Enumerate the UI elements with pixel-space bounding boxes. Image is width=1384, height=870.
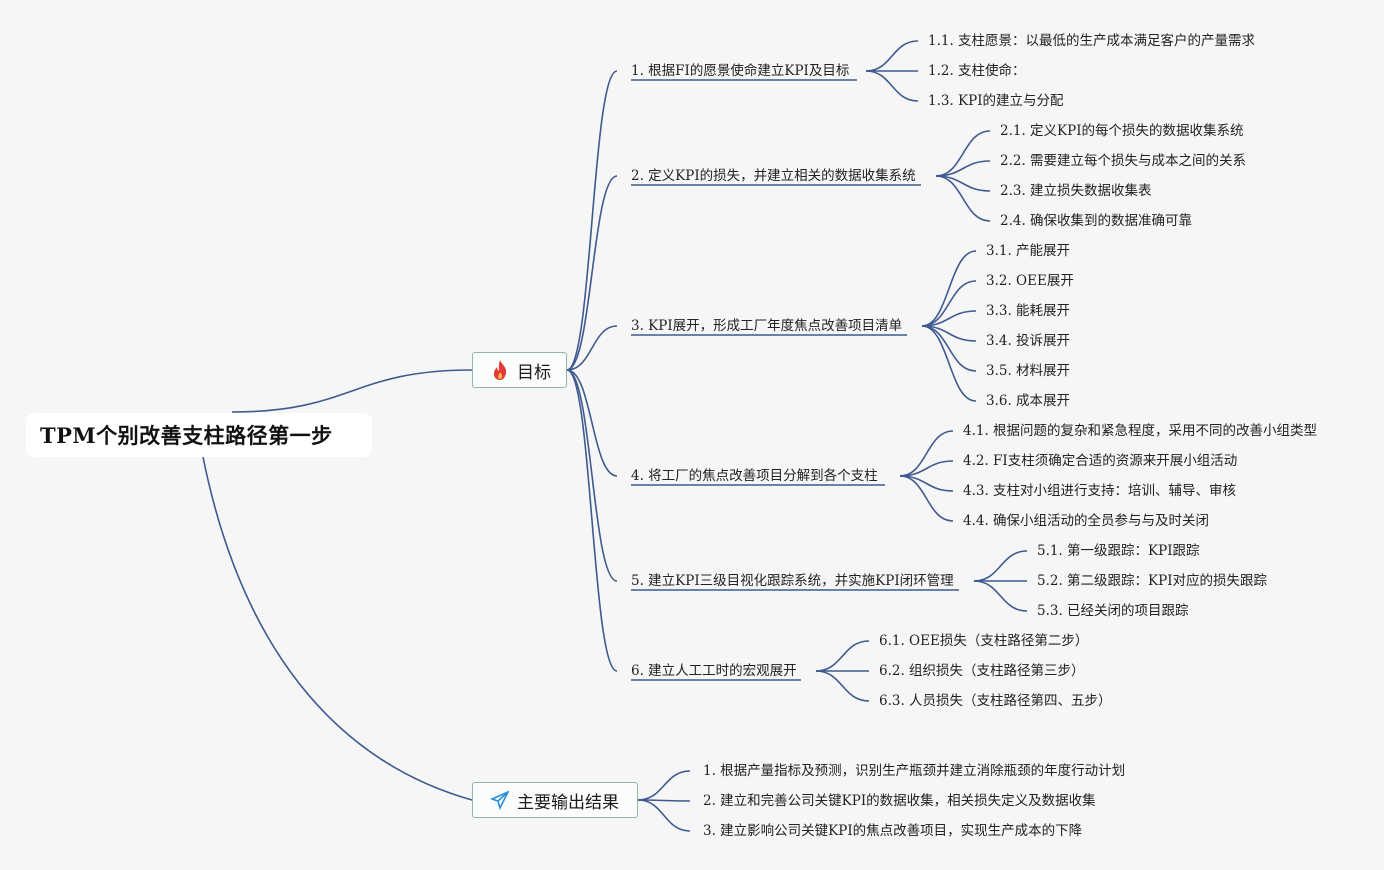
item-3-1-label[interactable]: 3.1. 产能展开 [986, 243, 1071, 259]
item-1-3-label[interactable]: 1.3. KPI的建立与分配 [928, 93, 1064, 109]
connector-branch-5-3 [973, 580, 1028, 612]
connector-branch-1-3 [865, 70, 919, 102]
output-item-3-label[interactable]: 3. 建立影响公司关键KPI的焦点改善项目，实现生产成本的下降 [703, 823, 1083, 839]
item-1-1-label[interactable]: 1.1. 支柱愿景：以最低的生产成本满足客户的产量需求 [928, 33, 1256, 49]
branch-1-label[interactable]: 1. 根据FI的愿景使命建立KPI及目标 [631, 63, 850, 79]
connector-output-3 [637, 799, 691, 832]
connector-branch-2-4 [935, 175, 991, 222]
item-5-1-label[interactable]: 5.1. 第一级跟踪：KPI跟踪 [1037, 543, 1200, 559]
item-4-2-label[interactable]: 4.2. FI支柱须确定合适的资源来开展小组活动 [963, 453, 1238, 469]
fire-icon [489, 359, 511, 381]
branch-6-label[interactable]: 6. 建立人工工时的宏观展开 [631, 663, 797, 679]
connector-branch-6-1 [815, 640, 870, 672]
item-3-2-label[interactable]: 3.2. OEE展开 [986, 273, 1074, 289]
item-3-6-label[interactable]: 3.6. 成本展开 [986, 393, 1071, 409]
topic-goal[interactable]: 目标 [472, 352, 567, 388]
output-item-1-label[interactable]: 1. 根据产量指标及预测，识别生产瓶颈并建立消除瓶颈的年度行动计划 [703, 763, 1126, 779]
item-3-4-label[interactable]: 3.4. 投诉展开 [986, 333, 1071, 349]
item-3-3-label[interactable]: 3.3. 能耗展开 [986, 303, 1071, 319]
item-2-4-label[interactable]: 2.4. 确保收集到的数据准确可靠 [1000, 213, 1193, 229]
item-4-4-label[interactable]: 4.4. 确保小组活动的全员参与与及时关闭 [963, 513, 1210, 529]
connector-branch-4-1 [899, 430, 954, 477]
connector-branch-4-4 [899, 475, 954, 522]
connector-branch-6-3 [815, 670, 870, 702]
item-6-1-label[interactable]: 6.1. OEE损失（支柱路径第二步） [879, 633, 1089, 649]
branch-3-label[interactable]: 3. KPI展开，形成工厂年度焦点改善项目清单 [631, 318, 903, 334]
connector-branch-2-1 [935, 130, 991, 177]
connector-root-output [202, 456, 473, 801]
topic-main-output[interactable]: 主要输出结果 [472, 782, 638, 818]
connector-goal-branch-3 [566, 325, 618, 371]
item-1-2-label[interactable]: 1.2. 支柱使命： [928, 63, 1026, 79]
connector-goal-branch-1 [566, 70, 618, 371]
item-2-3-label[interactable]: 2.3. 建立损失数据收集表 [1000, 183, 1152, 199]
item-5-2-label[interactable]: 5.2. 第二级跟踪：KPI对应的损失跟踪 [1037, 573, 1268, 589]
connector-goal-branch-4 [566, 369, 618, 477]
connector-branch-5-1 [973, 550, 1028, 582]
paper-plane-icon [489, 789, 511, 811]
connector-goal-branch-2 [566, 175, 618, 371]
connector-root-goal [231, 369, 473, 413]
root-topic[interactable]: TPM个别改善支柱路径第一步 [26, 413, 372, 457]
topic-goal-label: 目标 [517, 362, 551, 383]
item-5-3-label[interactable]: 5.3. 已经关闭的项目跟踪 [1037, 603, 1189, 619]
item-4-3-label[interactable]: 4.3. 支柱对小组进行支持：培训、辅导、审核 [963, 483, 1237, 499]
output-item-2-label[interactable]: 2. 建立和完善公司关键KPI的数据收集，相关损失定义及数据收集 [703, 793, 1096, 809]
connector-goal-branch-5 [566, 369, 618, 582]
connector-goal-branch-6 [566, 369, 618, 672]
item-6-2-label[interactable]: 6.2. 组织损失（支柱路径第三步） [879, 663, 1085, 679]
connector-branch-3-6 [921, 325, 977, 402]
item-4-1-label[interactable]: 4.1. 根据问题的复杂和紧急程度，采用不同的改善小组类型 [963, 423, 1318, 439]
connector-output-1 [637, 770, 691, 801]
connector-branch-1-1 [865, 40, 919, 72]
topic-output-label: 主要输出结果 [517, 792, 619, 813]
branch-5-label[interactable]: 5. 建立KPI三级目视化跟踪系统，并实施KPI闭环管理 [631, 573, 954, 589]
branch-2-label[interactable]: 2. 定义KPI的损失，并建立相关的数据收集系统 [631, 168, 916, 184]
root-title: TPM个别改善支柱路径第一步 [40, 423, 333, 448]
item-3-5-label[interactable]: 3.5. 材料展开 [986, 363, 1071, 379]
item-2-1-label[interactable]: 2.1. 定义KPI的每个损失的数据收集系统 [1000, 123, 1244, 139]
item-6-3-label[interactable]: 6.3. 人员损失（支柱路径第四、五步） [879, 693, 1112, 709]
item-2-2-label[interactable]: 2.2. 需要建立每个损失与成本之间的关系 [1000, 153, 1247, 169]
connector-branch-3-2 [921, 280, 977, 327]
branch-4-label[interactable]: 4. 将工厂的焦点改善项目分解到各个支柱 [631, 468, 878, 484]
connector-branch-3-1 [921, 250, 977, 327]
